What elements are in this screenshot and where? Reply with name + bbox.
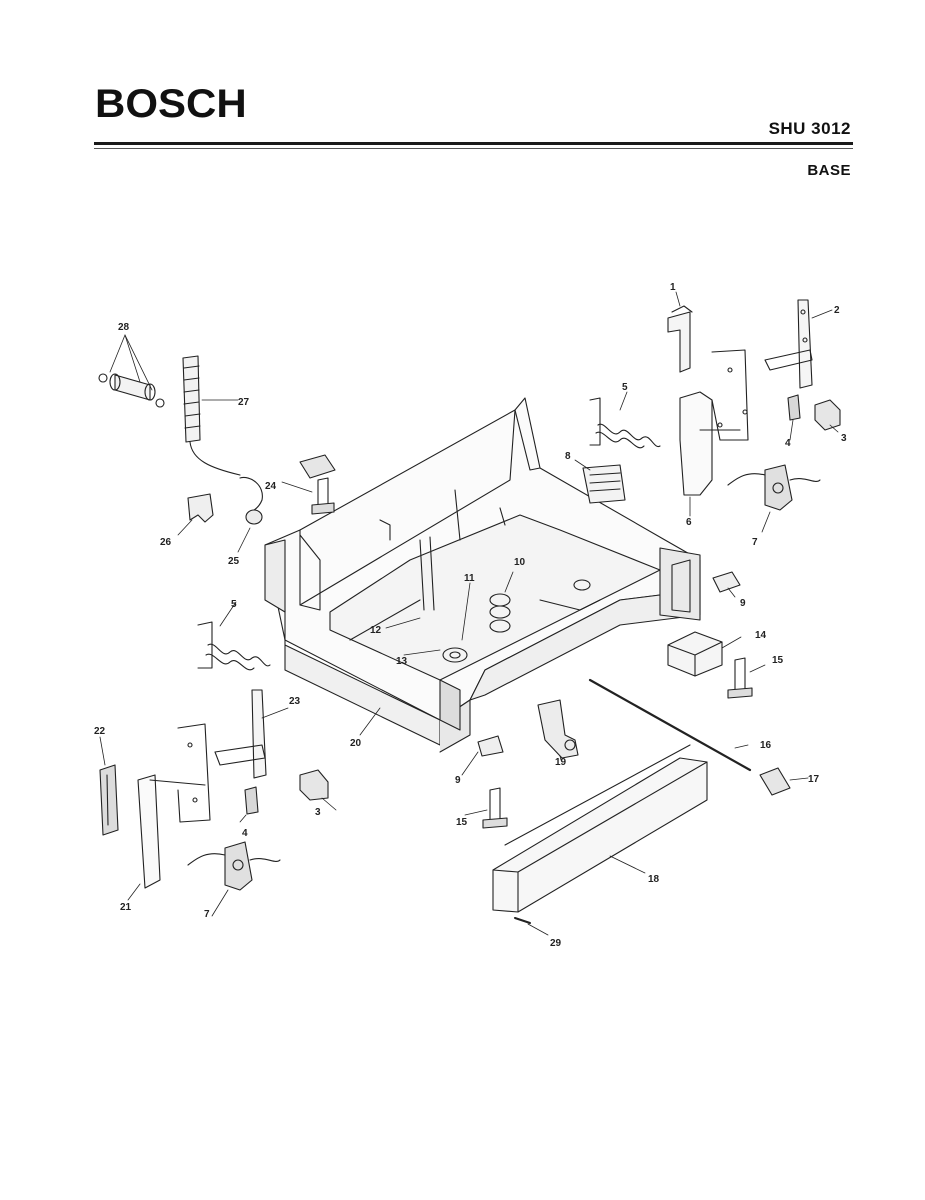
part-4-latch xyxy=(787,394,801,421)
callout-13: 13 xyxy=(396,656,408,667)
part-6-side-plate xyxy=(679,349,749,496)
callout-29: 29 xyxy=(550,938,562,949)
part-3-clip-lower xyxy=(299,769,329,801)
callout-3: 3 xyxy=(841,433,847,444)
callout-28: 28 xyxy=(118,322,130,333)
part-24-block xyxy=(299,454,336,515)
callout-11: 11 xyxy=(464,573,475,584)
callout-15: 15 xyxy=(772,655,784,666)
header-rule-thick xyxy=(94,142,853,145)
callout-2: 2 xyxy=(834,305,840,316)
part-8-connector xyxy=(582,464,626,504)
part-5-spring-lower xyxy=(197,621,271,671)
part-23-hinge-bracket xyxy=(214,689,267,779)
callout-26: 26 xyxy=(160,537,172,548)
part-25-hose-end xyxy=(239,476,263,525)
callout-15-lower: 15 xyxy=(456,817,468,828)
part-2-hinge-bracket xyxy=(764,299,813,389)
callout-16: 16 xyxy=(760,740,772,751)
callout-18: 18 xyxy=(648,874,660,885)
callout-4: 4 xyxy=(785,438,791,449)
part-27-drain-hose xyxy=(182,355,241,476)
leader-lines xyxy=(99,291,839,936)
callout-8: 8 xyxy=(565,451,571,462)
callout-5: 5 xyxy=(622,382,628,393)
part-3-clip xyxy=(814,399,841,431)
callout-22: 22 xyxy=(94,726,106,737)
part-17-cap xyxy=(759,767,791,796)
part-21-side-plate xyxy=(137,723,211,889)
callout-4-lower: 4 xyxy=(242,828,248,839)
callout-23: 23 xyxy=(289,696,301,707)
part-28-coupling xyxy=(98,373,165,408)
part-16-rod xyxy=(588,678,752,772)
part-7-tensioner-lower xyxy=(187,841,281,891)
part-19-valve xyxy=(537,699,579,759)
part-29-screw xyxy=(514,917,531,924)
callout-19: 19 xyxy=(555,757,567,768)
part-4-latch-lower xyxy=(244,786,259,815)
header-rule-thin xyxy=(94,148,853,149)
part-26-clamp xyxy=(187,493,214,523)
callout-27: 27 xyxy=(238,397,250,408)
part-5-spring xyxy=(589,397,661,449)
callout-5-lower: 5 xyxy=(231,599,237,610)
callout-14: 14 xyxy=(755,630,767,641)
callout-20: 20 xyxy=(350,738,362,749)
part-22-latch-block xyxy=(99,764,119,836)
callout-12: 12 xyxy=(370,625,382,636)
part-7-tensioner xyxy=(727,464,821,511)
part-18-kick-plate xyxy=(492,744,708,913)
callout-10: 10 xyxy=(514,557,526,568)
callout-7: 7 xyxy=(752,537,758,548)
part-1-bracket xyxy=(667,305,693,373)
callout-17: 17 xyxy=(808,774,820,785)
section-title: BASE xyxy=(807,162,851,179)
callout-numbers: 1 2 3 3 4 4 5 5 6 7 7 8 9 9 10 11 12 13 … xyxy=(94,282,847,949)
part-9-clip xyxy=(477,571,741,757)
callout-7-lower: 7 xyxy=(204,909,210,920)
callout-3-lower: 3 xyxy=(315,807,321,818)
callout-9-lower: 9 xyxy=(455,775,461,786)
part-14-box-bracket xyxy=(667,631,723,677)
brand-logo: BOSCH xyxy=(95,82,247,126)
callout-1: 1 xyxy=(670,282,676,293)
base-tub-part xyxy=(264,397,701,753)
callout-24: 24 xyxy=(265,481,277,492)
callout-25: 25 xyxy=(228,556,240,567)
callout-21: 21 xyxy=(120,902,132,913)
model-number: SHU 3012 xyxy=(768,119,851,138)
part-15-screw xyxy=(482,657,753,829)
callout-6: 6 xyxy=(686,517,692,528)
callout-9: 9 xyxy=(740,598,746,609)
